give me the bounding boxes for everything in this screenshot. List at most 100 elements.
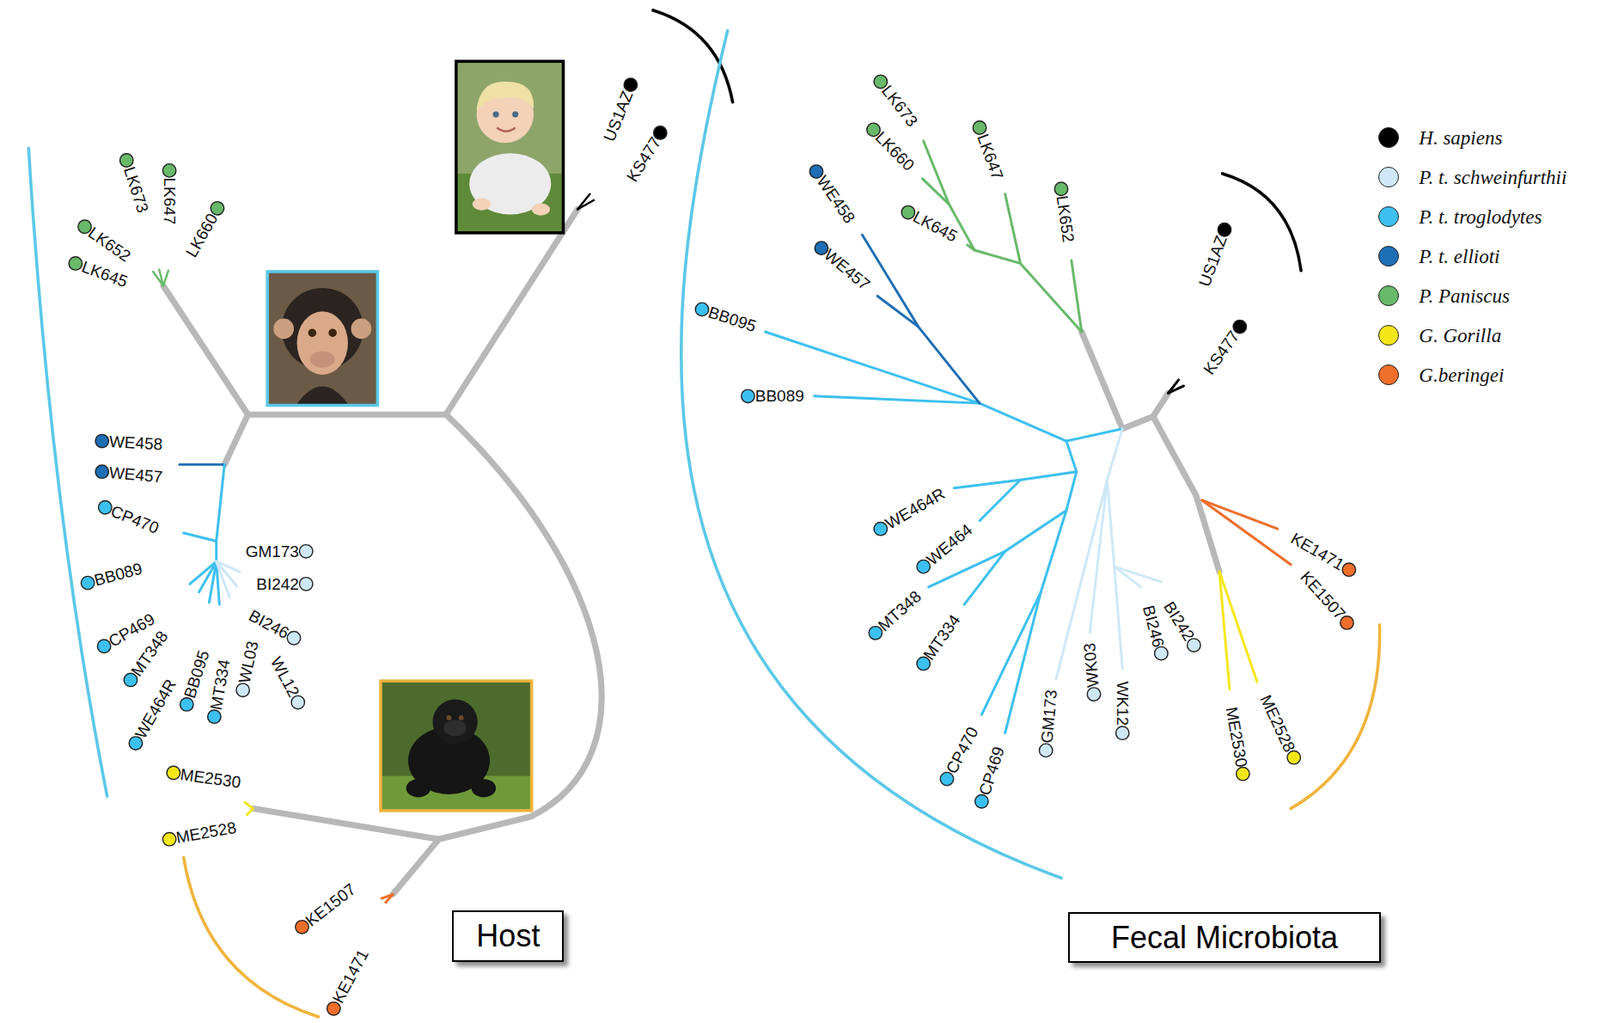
host-tree-branch — [577, 200, 594, 210]
sample-label: ME2530 — [1222, 705, 1250, 769]
legend-swatch — [1378, 324, 1399, 346]
microbiota-tree-branch — [1122, 416, 1154, 429]
child-photo — [456, 61, 564, 233]
sample-label: WE464R — [132, 676, 179, 741]
gorilla-photo — [471, 778, 497, 797]
gorilla-photo — [406, 778, 432, 797]
microbiota-tree-branch — [1114, 566, 1162, 582]
chimpanzee-photo — [267, 271, 378, 406]
sample-dot — [1342, 562, 1356, 576]
legend-swatch — [1378, 245, 1399, 267]
sample-dot — [695, 302, 709, 316]
legend-label: P. t. troglodytes — [1418, 207, 1542, 227]
panel-title: Fecal Microbiota — [1111, 918, 1338, 956]
microbiota-tree-branch — [1081, 331, 1124, 429]
sample-dot — [291, 695, 305, 709]
host-tree-branch — [248, 411, 446, 418]
legend-swatch — [1378, 206, 1399, 227]
chimpanzee-photo — [273, 318, 294, 340]
microbiota-tree-branch — [814, 396, 1124, 441]
sample-dot — [972, 121, 986, 135]
legend-row: H. sapiens — [1378, 117, 1567, 158]
host-tree-branch — [152, 194, 602, 903]
legend-swatch — [1378, 364, 1399, 385]
sample-label: LK660 — [183, 210, 221, 260]
sample-label: GM173 — [1038, 689, 1059, 745]
microbiota-tree-branch — [1202, 500, 1291, 565]
host-tree-branch — [189, 561, 217, 584]
host-tree-branch — [381, 893, 393, 903]
child-photo — [496, 128, 515, 132]
sample-label: WE458 — [813, 172, 858, 226]
child-photo — [456, 61, 564, 233]
host-tree-branch — [152, 269, 169, 287]
host-tree-branch — [158, 269, 164, 287]
sample-label: ME2528 — [175, 818, 239, 846]
sample-dot — [287, 631, 300, 645]
sample-dot — [210, 201, 224, 215]
chimpanzee-photo — [328, 328, 337, 337]
legend-label: H. sapiens — [1418, 128, 1503, 148]
host-tree-branch — [163, 270, 169, 287]
sample-label: LK660 — [873, 128, 918, 174]
sample-label: ME2530 — [179, 765, 243, 791]
panel-label-box: Fecal Microbiota — [1068, 911, 1381, 963]
host-tree-branch — [179, 463, 225, 466]
microbiota-tree-branch — [1153, 392, 1169, 416]
clade-bracket — [681, 30, 1062, 879]
sample-dot — [80, 575, 94, 589]
child-photo — [456, 61, 564, 233]
sample-label: LK647 — [161, 177, 178, 226]
panel-label-box: Host — [451, 909, 564, 961]
host-tree-branch — [163, 209, 602, 895]
sample-dot — [180, 697, 194, 711]
microbiota-tree-branch — [922, 178, 950, 205]
microbiota-tree-branch — [1202, 500, 1291, 565]
sample-dot — [1340, 616, 1354, 630]
sample-label: BB089 — [92, 560, 145, 589]
sample-dot — [128, 736, 142, 750]
child-photo — [493, 111, 500, 118]
sample-label: WL03 — [236, 639, 262, 685]
chimpanzee-photo — [310, 351, 336, 368]
sample-dot — [120, 153, 134, 167]
legend-label: G.beringei — [1418, 365, 1504, 385]
host-tree-branch — [224, 414, 248, 465]
sample-label: KE1507 — [302, 879, 359, 929]
sample-label: WE464R — [882, 485, 947, 532]
child-photo — [512, 111, 519, 118]
sample-label: BI242 — [1160, 598, 1197, 643]
sample-label: GM173 — [245, 543, 300, 560]
chimpanzee-photo — [297, 311, 349, 375]
child-photo — [476, 81, 535, 110]
host-tree-branch — [183, 464, 226, 605]
sample-label: WK03 — [1080, 641, 1101, 688]
microbiota-tree-branch — [1106, 428, 1123, 480]
host-tree-branch — [577, 194, 594, 210]
sample-dot — [1154, 646, 1168, 660]
child-photo — [531, 202, 550, 215]
sample-label: KE1471 — [329, 946, 373, 1007]
sample-label: BI242 — [256, 575, 300, 593]
sample-label: LK652 — [85, 224, 135, 265]
microbiota-tree-branch — [877, 295, 919, 327]
sample-label: WE458 — [109, 433, 164, 452]
sample-dot — [207, 709, 221, 723]
sample-label: KS477 — [1201, 327, 1243, 378]
sample-label: BB095 — [706, 303, 758, 335]
sample-label: LK647 — [974, 131, 1007, 182]
host-tree-branch — [216, 561, 238, 587]
microbiota-tree-branch — [953, 440, 1077, 489]
host-tree-branch — [179, 463, 225, 466]
microbiota-tree-branch — [765, 331, 1124, 733]
sample-label: ME2528 — [1258, 691, 1299, 754]
sample-label: KE1507 — [1297, 568, 1349, 623]
sample-label: WK12 — [1114, 681, 1131, 727]
microbiota-tree-branch — [861, 234, 980, 404]
sample-dot — [1087, 687, 1100, 701]
microbiota-tree-branch — [1168, 385, 1185, 393]
sample-dot — [868, 626, 882, 640]
legend-swatch — [1378, 127, 1399, 148]
sample-dot — [741, 389, 755, 403]
gorilla-photo — [444, 719, 467, 736]
